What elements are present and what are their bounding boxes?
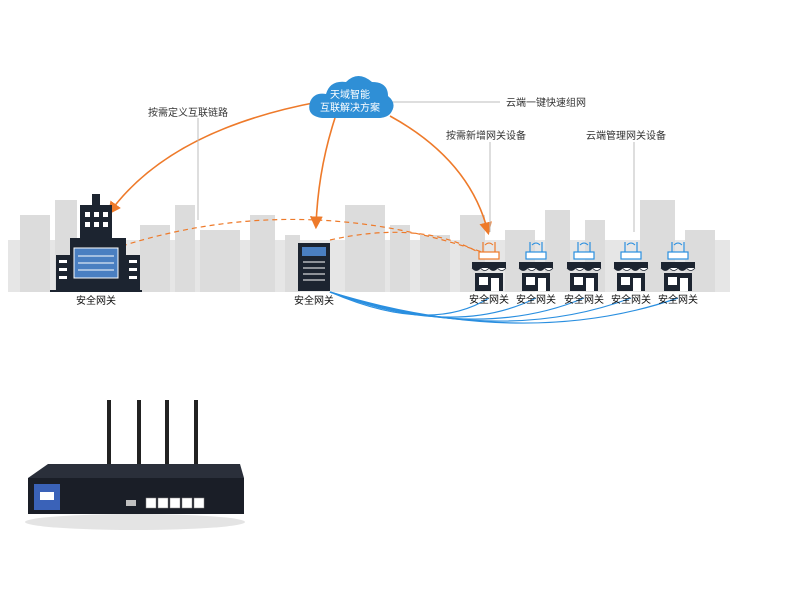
router-icon: [620, 242, 642, 260]
link-to-hq: [108, 101, 319, 215]
annotation-cloud-manage: 云端管理网关设备: [586, 129, 666, 142]
blue-links: [329, 291, 679, 324]
store-gateway-label: 安全网关: [658, 293, 698, 306]
branch-gateway-label: 安全网关: [294, 294, 334, 307]
cloud-title-2: 互联解决方案: [320, 101, 380, 114]
gateway-device-icon: [25, 400, 245, 530]
cloud-title-1: 天域智能: [330, 88, 370, 101]
store-gateway-label: 安全网关: [516, 293, 556, 306]
annotation-cloud-networking: 云端一键快速组网: [506, 96, 586, 109]
store-gateway-label: 安全网关: [469, 293, 509, 306]
server-icon: [298, 243, 330, 291]
link-to-branch-gateway: [309, 117, 336, 230]
cloud-icon: 天域智能 互联解决方案: [309, 76, 394, 118]
stores-group: 安全网关安全网关安全网关安全网关安全网关: [469, 242, 698, 306]
office-building-icon: [50, 194, 142, 292]
blue-link: [329, 291, 679, 324]
annotation-lines: [197, 101, 635, 232]
cloud-links: [108, 101, 492, 236]
router-icon: [525, 242, 547, 260]
router-icon: [573, 242, 595, 260]
router-icon: [667, 242, 689, 260]
annotation-add-gateway: 按需新增网关设备: [446, 129, 526, 142]
store-icon: 安全网关: [611, 242, 651, 306]
hq-gateway-label: 安全网关: [76, 294, 116, 307]
router-icon: [478, 242, 500, 260]
store-icon: 安全网关: [516, 242, 556, 306]
store-gateway-label: 安全网关: [611, 293, 651, 306]
dashed-links: [121, 218, 483, 253]
store-icon: 安全网关: [469, 242, 509, 306]
store-gateway-label: 安全网关: [564, 293, 604, 306]
store-icon: 安全网关: [658, 242, 698, 306]
store-icon: 安全网关: [564, 242, 604, 306]
link-to-new-store: [389, 115, 492, 236]
annotation-custom-links: 按需定义互联链路: [148, 106, 228, 119]
